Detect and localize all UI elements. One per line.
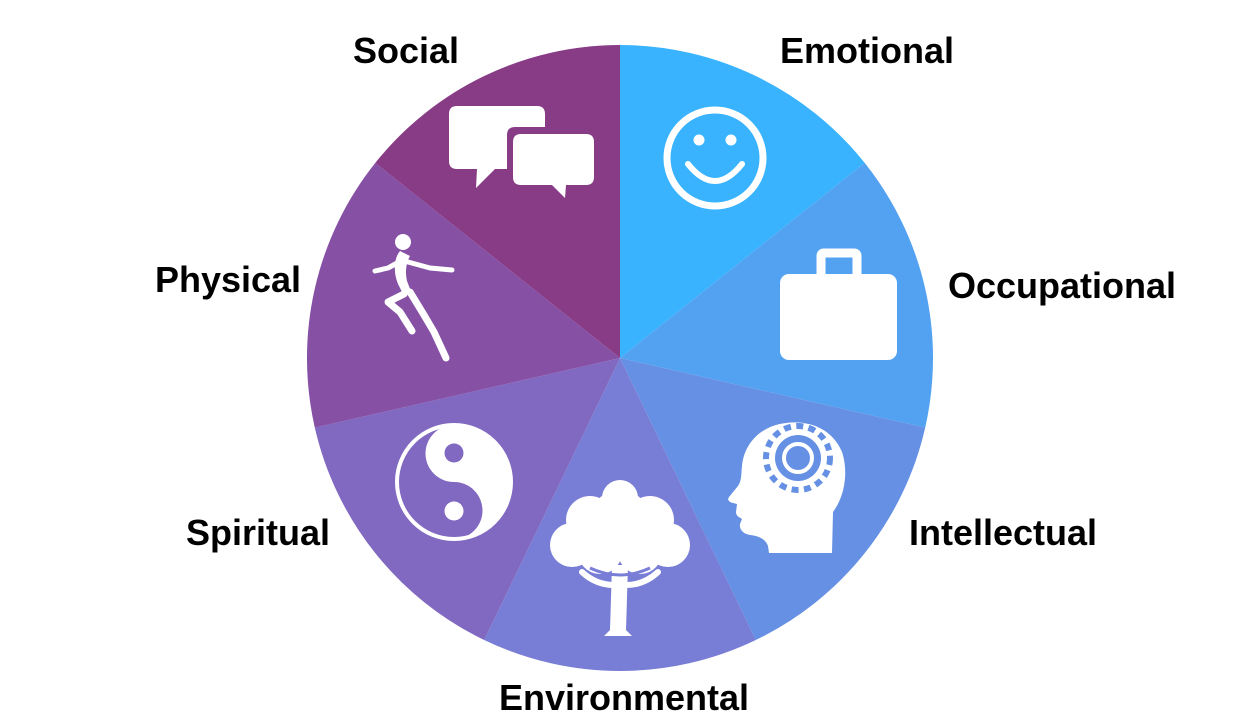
smiley-face-icon — [663, 106, 767, 210]
label-social: Social — [353, 30, 459, 71]
tree-icon — [550, 480, 690, 636]
dimension-labels: Emotional Occupational Intellectual Envi… — [155, 30, 1176, 718]
label-intellectual: Intellectual — [909, 512, 1097, 553]
label-physical: Physical — [155, 259, 301, 300]
yin-yang-icon — [395, 423, 513, 541]
runner-icon — [372, 234, 455, 362]
wedge-social — [375, 45, 620, 358]
label-spiritual: Spiritual — [186, 512, 330, 553]
label-environmental: Environmental — [499, 677, 749, 718]
head-gear-icon — [728, 422, 846, 553]
speech-bubbles-icon — [449, 106, 602, 205]
wedge-occupational — [620, 162, 934, 428]
briefcase-icon — [780, 248, 897, 360]
gear-icon — [763, 423, 833, 493]
wedge-physical — [306, 162, 620, 428]
label-occupational: Occupational — [948, 265, 1176, 306]
label-emotional: Emotional — [780, 30, 954, 71]
